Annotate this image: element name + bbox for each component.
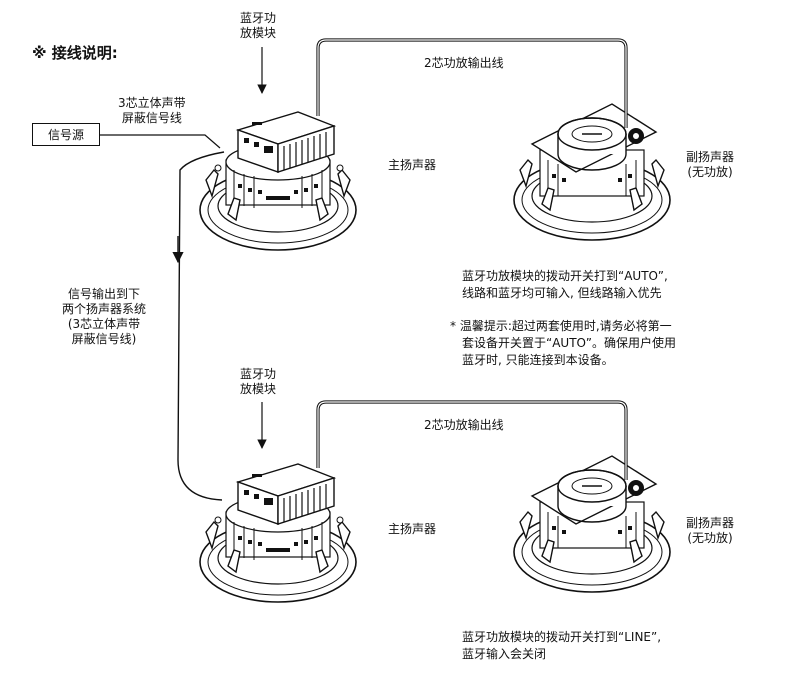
input-cable-label: 3芯立体声带 屏蔽信号线 xyxy=(118,96,186,126)
signal-input-wire xyxy=(100,134,221,149)
signal-source-box: 信号源 xyxy=(32,123,100,146)
auto-switch-note-line: 线路和蓝牙均可输入, 但线路输入优先 xyxy=(462,286,662,300)
signal-output-label-line: 两个扬声器系统 xyxy=(62,302,147,316)
warm-tip-line: * 温馨提示:超过两套使用时,请务必将第一 xyxy=(450,319,672,333)
signal-output-label: 信号输出到下 两个扬声器系统 (3芯立体声带 屏蔽信号线) xyxy=(62,287,146,347)
sub-speaker-bottom xyxy=(513,455,671,593)
main-speaker-top xyxy=(199,111,357,251)
bt-module-label-line: 放模块 xyxy=(240,382,277,396)
line-switch-note-line: 蓝牙功放模块的拨动开关打到“LINE”, xyxy=(462,630,662,644)
sub-speaker-label-bottom: 副扬声器 (无功放) xyxy=(686,516,734,546)
main-speaker-label-bottom: 主扬声器 xyxy=(388,522,437,536)
output-cable-label-top: 2芯功放输出线 xyxy=(424,56,504,70)
bt-module-label-top: 蓝牙功 放模块 xyxy=(240,11,276,41)
output-cable-label-bottom: 2芯功放输出线 xyxy=(424,418,504,432)
signal-output-label-line: 信号输出到下 xyxy=(68,287,141,301)
page-title: ※ 接线说明: xyxy=(32,44,118,62)
bt-module-label-line: 放模块 xyxy=(240,26,277,40)
main-speaker-label-top: 主扬声器 xyxy=(388,158,437,172)
signal-output-label-line: (3芯立体声带 xyxy=(67,317,141,331)
sub-speaker-label-line: (无功放) xyxy=(687,531,733,545)
bt-module-label-line: 蓝牙功 xyxy=(240,367,277,381)
warm-tip-line: 套设备开关置于“AUTO”。确保用户使用 xyxy=(462,336,676,350)
line-switch-note-line: 蓝牙输入会关闭 xyxy=(462,647,547,661)
sub-speaker-label-top: 副扬声器 (无功放) xyxy=(686,150,734,180)
auto-switch-note: 蓝牙功放模块的拨动开关打到“AUTO”, 线路和蓝牙均可输入, 但线路输入优先 xyxy=(462,268,668,302)
output-cable-top xyxy=(316,38,628,128)
bt-module-label-line: 蓝牙功 xyxy=(240,11,277,25)
warm-tip-line: 蓝牙时, 只能连接到本设备。 xyxy=(462,353,614,367)
line-switch-note: 蓝牙功放模块的拨动开关打到“LINE”, 蓝牙输入会关闭 xyxy=(462,629,661,663)
warm-tip-note: * 温馨提示:超过两套使用时,请务必将第一 套设备开关置于“AUTO”。确保用户… xyxy=(450,318,676,369)
sub-speaker-label-line: 副扬声器 xyxy=(686,150,735,164)
output-cable-bottom xyxy=(316,400,628,480)
sub-speaker-label-line: (无功放) xyxy=(687,165,733,179)
sub-speaker-top xyxy=(513,103,671,241)
auto-switch-note-line: 蓝牙功放模块的拨动开关打到“AUTO”, xyxy=(462,269,668,283)
signal-output-label-line: 屏蔽信号线) xyxy=(71,332,137,346)
input-cable-label-line: 3芯立体声带 xyxy=(118,96,186,110)
main-speaker-bottom xyxy=(199,463,357,603)
chain-signal-wire xyxy=(177,151,225,501)
input-cable-label-line: 屏蔽信号线 xyxy=(121,111,182,125)
sub-speaker-label-line: 副扬声器 xyxy=(686,516,735,530)
bt-module-label-bottom: 蓝牙功 放模块 xyxy=(240,367,276,397)
